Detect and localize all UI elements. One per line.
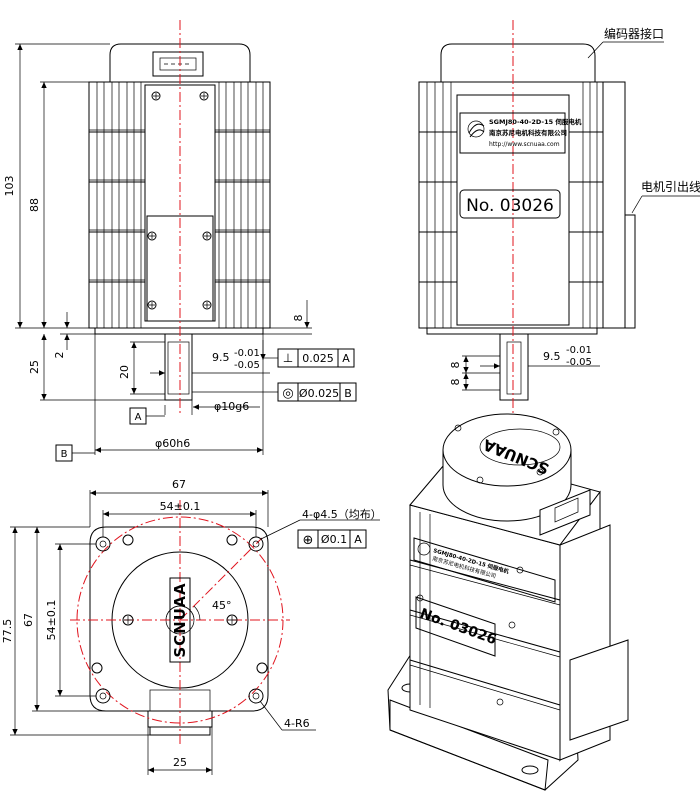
side-view: SGMJ80-40-2D-15 伺服电机 南京苏尼电机科技有限公司 http:/… (418, 20, 700, 415)
dim-body-height: 88 (28, 198, 41, 212)
perpendicularity-value: 0.025 (302, 352, 334, 365)
label-encoder-port: 编码器接口 (604, 26, 664, 41)
position-symbol: ⊕ (303, 533, 314, 548)
dim-shaft-diameter: φ10g6 (214, 400, 249, 413)
dim-hole-spec: 4-φ4.5（均布） (302, 508, 382, 521)
svg-text:B: B (61, 449, 68, 460)
serial-number-side: No. 03026 (466, 196, 554, 216)
nameplate-line2-side: 南京苏尼电机科技有限公司 (489, 128, 567, 137)
perpendicularity-datum: A (342, 352, 350, 365)
dim-key-width-2: 8 (449, 379, 462, 386)
dim-step: 8 (292, 315, 305, 322)
label-motor-lead: 电机引出线 (641, 180, 700, 194)
dim-shaft-length: 25 (28, 360, 41, 374)
dim-key-depth-front: 9.5 (212, 351, 230, 364)
position-datum: A (354, 533, 362, 546)
nameplate-line1-side: SGMJ80-40-2D-15 伺服电机 (489, 117, 582, 126)
dim-key-tol-upper-front: -0.01 (234, 348, 260, 359)
datum-b-marker: B (55, 444, 95, 462)
perpendicularity-tolerance-frame: ⊥ 0.025 A (277, 348, 355, 368)
mounting-screw-icon (147, 91, 212, 310)
svg-text:A: A (135, 412, 142, 423)
perpendicularity-symbol: ⊥ (283, 351, 293, 365)
dim-connector-width: 25 (173, 756, 187, 769)
nameplate-side: SGMJ80-40-2D-15 伺服电机 南京苏尼电机科技有限公司 http:/… (459, 112, 582, 154)
concentricity-symbol: ◎ (282, 386, 293, 401)
dim-total-height: 103 (3, 176, 16, 197)
motor-shaft-side (499, 333, 529, 401)
dim-overall-height: 77.5 (1, 619, 14, 644)
brand-logo-iso-icon (417, 542, 431, 556)
front-view: 103 88 25 2 20 8 9.5 -0.01 -0.05 (3, 20, 357, 462)
dim-key-width-1: 8 (449, 362, 462, 369)
dim-key-depth-side: 9.5 (543, 350, 561, 363)
dim-key-tol-lower-front: -0.05 (234, 360, 260, 371)
dim-key-tol-upper-side: -0.01 (566, 345, 592, 356)
bottom-view: SCNUAA 45° 67 54±0.1 4-φ4.5（均布） ⊕ Ø0.1 A… (1, 478, 382, 775)
dim-square-height: 67 (22, 613, 35, 627)
position-tolerance-frame: ⊕ Ø0.1 A (297, 529, 367, 549)
position-value: Ø0.1 (321, 533, 347, 546)
dim-pilot-diameter: φ60h6 (155, 437, 190, 450)
concentricity-datum: B (344, 387, 352, 400)
screw-icon (122, 614, 238, 626)
encoder-connector-front (152, 51, 204, 77)
concentricity-tolerance-frame: ◎ Ø0.025 B (277, 382, 357, 402)
dim-bolt-spacing-x: 54±0.1 (160, 500, 201, 513)
concentricity-value: Ø0.025 (299, 387, 339, 400)
brand-logo-icon (467, 120, 485, 138)
dim-key-length: 20 (118, 365, 131, 379)
nameplate-line3-side: http://www.scnuaa.com (489, 141, 560, 148)
dim-overall-width: 67 (172, 478, 186, 491)
serial-plate-side: No. 03026 (459, 189, 561, 219)
iso-view: SCNUAA SGMJ80-40-2D-15 伺服电机 南京苏尼电机科技有限公司… (387, 413, 629, 791)
dim-key-tol-lower-side: -0.05 (566, 357, 592, 368)
brand-logo-bottom: SCNUAA (171, 582, 189, 657)
cooling-fins-front (89, 82, 270, 328)
dim-bolt-spacing-y: 54±0.1 (45, 600, 58, 641)
motor-shaft-front (164, 333, 193, 401)
dim-flange-thickness: 2 (53, 352, 66, 359)
datum-a-marker: A (129, 407, 165, 425)
dim-corner-radius: 4-R6 (284, 717, 310, 730)
dim-angle: 45° (212, 599, 232, 612)
